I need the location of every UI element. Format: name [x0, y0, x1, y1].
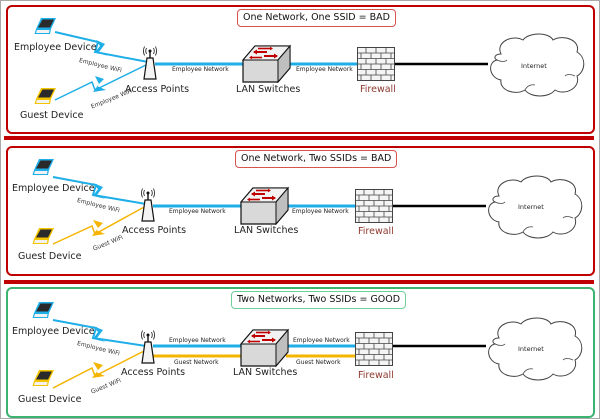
wifi-bolt [93, 76, 106, 92]
access-point-icon [140, 188, 156, 222]
lan-switch-icon [240, 187, 289, 225]
guest-laptop-icon [32, 228, 54, 244]
ap-to-switch-employee-label: Employee Network [172, 66, 229, 73]
access-point-icon [142, 46, 158, 80]
ap-to-switch-employee-label: Employee Network [169, 208, 226, 215]
switch-to-firewall-employee-label: Employee Network [293, 337, 350, 344]
switch-to-firewall-employee-label: Employee Network [292, 208, 349, 215]
access-points-label: Access Points [122, 225, 187, 236]
guest-laptop-icon [32, 370, 54, 386]
firewall-label: Firewall [358, 370, 394, 381]
guest-wifi-link [52, 205, 147, 245]
firewall-label: Firewall [360, 84, 396, 95]
employee-laptop-icon [34, 18, 56, 34]
access-point-icon [140, 330, 156, 364]
panel-2-links [52, 176, 486, 245]
lan-switches-label: LAN Switches [234, 225, 299, 236]
guest-laptop-icon [34, 88, 56, 104]
employee-laptop-icon [32, 302, 54, 318]
panel-title: Two Networks, Two SSIDs = GOOD [231, 291, 407, 309]
guest-device-label: Guest Device [18, 394, 82, 405]
guest-device-label: Guest Device [18, 251, 82, 262]
guest-device-label: Guest Device [20, 110, 84, 121]
wifi-bolt [93, 326, 106, 342]
lan-switches-label: LAN Switches [233, 367, 298, 378]
firewall-icon [355, 332, 393, 366]
wifi-bolt [93, 183, 106, 199]
panel-divider [4, 280, 594, 284]
wifi-bolt [92, 220, 105, 236]
employee-wifi-link [52, 319, 147, 347]
employee-device-label: Employee Device [12, 183, 95, 194]
lan-switch-icon [240, 329, 289, 367]
guest-wifi-link [54, 63, 149, 101]
wifi-bolt [95, 40, 108, 56]
access-points-label: Access Points [125, 84, 190, 95]
lan-switch-icon [242, 45, 291, 83]
panel-title: One Network, Two SSIDs = BAD [235, 150, 398, 168]
access-points-label: Access Points [121, 367, 186, 378]
lan-switches-label: LAN Switches [236, 84, 301, 95]
panel-1-links [54, 31, 488, 101]
switch-to-firewall-employee-label: Employee Network [296, 66, 353, 73]
switch-to-firewall-guest-label: Guest Network [296, 359, 341, 366]
employee-device-label: Employee Device [14, 42, 97, 53]
employee-laptop-icon [32, 159, 54, 175]
internet-label: Internet [521, 62, 547, 70]
wifi-bolt [92, 362, 105, 378]
panel-divider [4, 136, 594, 140]
guest-wifi-link [52, 349, 147, 389]
firewall-label: Firewall [358, 226, 394, 237]
firewall-icon [355, 189, 393, 223]
employee-device-label: Employee Device [12, 326, 95, 337]
internet-label: Internet [518, 345, 544, 353]
ap-to-switch-guest-label: Guest Network [174, 359, 219, 366]
panel-3-links [52, 319, 486, 389]
internet-label: Internet [518, 203, 544, 211]
ap-to-switch-employee-label: Employee Network [169, 337, 226, 344]
employee-wifi-link [52, 176, 147, 205]
firewall-icon [357, 47, 395, 81]
panel-title: One Network, One SSID = BAD [237, 9, 396, 27]
employee-wifi-link [54, 31, 149, 63]
